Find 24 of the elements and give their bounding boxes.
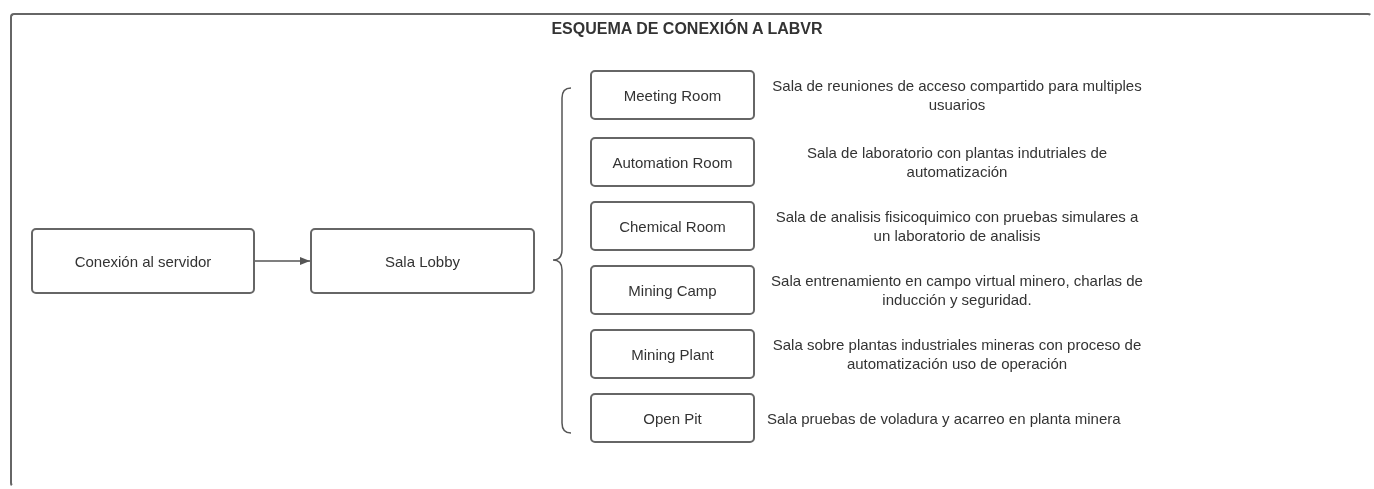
room-description: Sala de analisis fisicoquimico con pruebas simulares a un laboratorio de analisis — [774, 207, 1140, 245]
node-label: Mining Camp — [628, 281, 717, 299]
room-description: Sala de laboratorio con plantas indutriales de automatización — [805, 143, 1109, 181]
node-label: Open Pit — [643, 409, 702, 427]
room-box — [590, 393, 755, 443]
node-label: Meeting Room — [623, 86, 722, 104]
room-description: Sala pruebas de voladura y acarreo en planta minera — [767, 408, 1121, 428]
room-box — [590, 201, 755, 251]
process-box — [310, 228, 535, 294]
room-box — [590, 265, 755, 315]
diagram-title: ESQUEMA DE CONEXIÓN A LABVR — [551, 20, 823, 38]
node-label: Mining Plant — [631, 345, 714, 363]
process-box — [31, 228, 255, 294]
node-label: Conexión al servidor — [74, 252, 212, 270]
arrow — [254, 257, 311, 265]
node-label: Chemical Room — [619, 217, 726, 235]
room-box — [590, 329, 755, 379]
room-description: Sala entrenamiento en campo virtual minero, charlas de inducción y seguridad. — [770, 271, 1144, 309]
room-description: Sala de reuniones de acceso compartido para multiples usuarios — [771, 76, 1143, 114]
node-label: Sala Lobby — [384, 252, 461, 270]
room-description: Sala sobre plantas industriales mineras con proceso de automatización uso de operación — [771, 335, 1143, 373]
room-box — [590, 70, 755, 120]
room-box — [590, 137, 755, 187]
node-label: Automation Room — [612, 153, 733, 171]
